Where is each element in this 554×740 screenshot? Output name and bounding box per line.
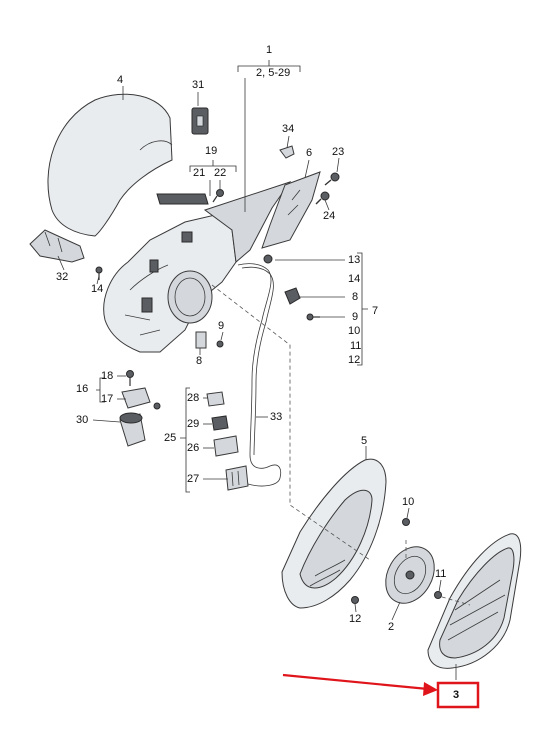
part-10-screw [402, 518, 410, 526]
part-2-adjuster [385, 546, 435, 604]
label-part-29: 29 [187, 418, 200, 430]
label-part-12-upper: 12 [348, 354, 361, 366]
label-part-9-right: 9 [352, 311, 359, 323]
part-28-connector [206, 391, 225, 407]
part-34-clip [279, 145, 295, 159]
label-part-1-range: 2, 5-29 [256, 67, 291, 79]
label-part-6: 6 [306, 147, 313, 159]
label-part-17: 17 [101, 393, 114, 405]
part-5-mirror-housing [281, 458, 387, 609]
label-part-22: 22 [214, 167, 227, 179]
label-part-28: 28 [187, 392, 200, 404]
part-21-strip [156, 193, 209, 205]
group-brackets [96, 60, 368, 493]
label-part-11-lower: 11 [435, 568, 447, 580]
part-12-screw [351, 596, 359, 604]
label-part-25: 25 [164, 432, 177, 444]
leader-lines [57, 78, 457, 680]
part-14-screw-left [95, 266, 103, 280]
part-8-clip-right [284, 287, 301, 305]
label-part-32: 32 [56, 271, 69, 283]
part-4-housing-cover [47, 93, 173, 237]
label-part-8-left: 8 [196, 355, 203, 367]
highlight-box [436, 681, 480, 709]
part-11-screw [434, 591, 442, 599]
label-part-16: 16 [76, 383, 89, 395]
part-18-screw [126, 370, 134, 386]
label-part-21: 21 [193, 167, 206, 179]
part-13-clip [263, 254, 273, 264]
label-part-14-right: 14 [348, 273, 361, 285]
part-30-sensor [119, 412, 146, 447]
part-8-clip-left [195, 331, 207, 349]
part-17-holder [121, 387, 161, 410]
part-27-connector [225, 465, 249, 491]
label-part-18: 18 [101, 370, 114, 382]
label-part-14-left: 14 [91, 283, 104, 295]
label-part-3-highlighted[interactable]: 3 [453, 689, 460, 701]
label-part-19: 19 [205, 145, 218, 157]
part-31-clip [191, 107, 209, 135]
part-9-screw-left [216, 340, 224, 348]
label-part-11-upper: 11 [350, 340, 362, 352]
label-part-13: 13 [348, 254, 361, 266]
part-26-connector [213, 435, 239, 457]
part-9-screw-right [306, 313, 320, 321]
label-part-2: 2 [388, 621, 395, 633]
part-32-bracket [29, 229, 85, 263]
label-part-27: 27 [187, 473, 200, 485]
part-23-screw [324, 172, 340, 186]
label-part-10-upper: 10 [348, 325, 361, 337]
part-33-cable [237, 263, 282, 487]
part-24-screw [315, 191, 330, 205]
label-part-10-lower: 10 [402, 496, 415, 508]
part-22-screw [212, 189, 224, 203]
label-part-5: 5 [361, 435, 368, 447]
label-part-12-lower: 12 [349, 613, 362, 625]
label-part-1: 1 [266, 44, 273, 56]
part-3-mirror-glass [427, 533, 522, 669]
label-part-30: 30 [76, 414, 89, 426]
label-part-33: 33 [270, 411, 283, 423]
part-1-mirror-base [103, 181, 292, 353]
label-part-24: 24 [323, 210, 336, 222]
part-29-connector [211, 415, 229, 431]
label-part-26: 26 [187, 442, 200, 454]
label-part-23: 23 [332, 146, 345, 158]
part-6-trim [261, 171, 321, 249]
label-part-34: 34 [282, 123, 295, 135]
label-part-4: 4 [117, 74, 124, 86]
label-part-8-right: 8 [352, 291, 359, 303]
label-part-9-left: 9 [218, 320, 225, 332]
label-part-7: 7 [372, 305, 379, 317]
highlight-marker [282, 673, 480, 709]
label-part-31: 31 [192, 79, 205, 91]
